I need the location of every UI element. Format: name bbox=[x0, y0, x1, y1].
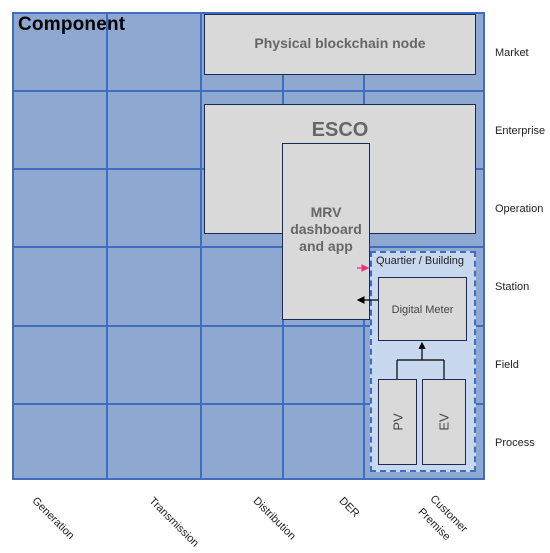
digital-meter-box: Digital Meter bbox=[378, 277, 467, 341]
zone-label-operation: Operation bbox=[495, 203, 544, 215]
zone-label-field: Field bbox=[495, 359, 519, 371]
domain-label-generation: Generation bbox=[29, 495, 77, 542]
pv-label: PV bbox=[390, 413, 405, 431]
ev-label: EV bbox=[436, 413, 452, 431]
zone-label-station: Station bbox=[495, 281, 530, 293]
esco-label: ESCO bbox=[311, 119, 369, 141]
domain-label-distribution: Distribution bbox=[250, 495, 298, 543]
blockchain-node-box: Physical blockchain node bbox=[204, 14, 476, 75]
domain-label-der: DER bbox=[336, 495, 362, 520]
zone-label-enterprise: Enterprise bbox=[495, 125, 546, 137]
quartier-building-label: Quartier / Building bbox=[376, 255, 465, 267]
domain-label-transmission: Transmission bbox=[146, 495, 201, 550]
zone-label-market: Market bbox=[495, 47, 529, 59]
mrv-label-line-3: and app bbox=[299, 238, 353, 254]
layer-title: Component bbox=[18, 14, 126, 35]
digital-meter-label: Digital Meter bbox=[391, 304, 454, 316]
grid-row-line bbox=[14, 90, 483, 92]
grid-row-line bbox=[14, 325, 483, 327]
grid-row-line bbox=[14, 403, 483, 405]
grid-row-line bbox=[14, 246, 483, 248]
mrv-label-line-2: dashboard bbox=[290, 221, 362, 237]
pv-box: PV bbox=[378, 379, 417, 465]
mrv-label-line-1: MRV bbox=[310, 204, 342, 220]
ev-box: EV bbox=[422, 379, 466, 465]
mrv-dashboard-box: MRV dashboard and app bbox=[282, 143, 370, 320]
blockchain-node-label: Physical blockchain node bbox=[254, 35, 426, 51]
zone-label-process: Process bbox=[495, 437, 535, 449]
